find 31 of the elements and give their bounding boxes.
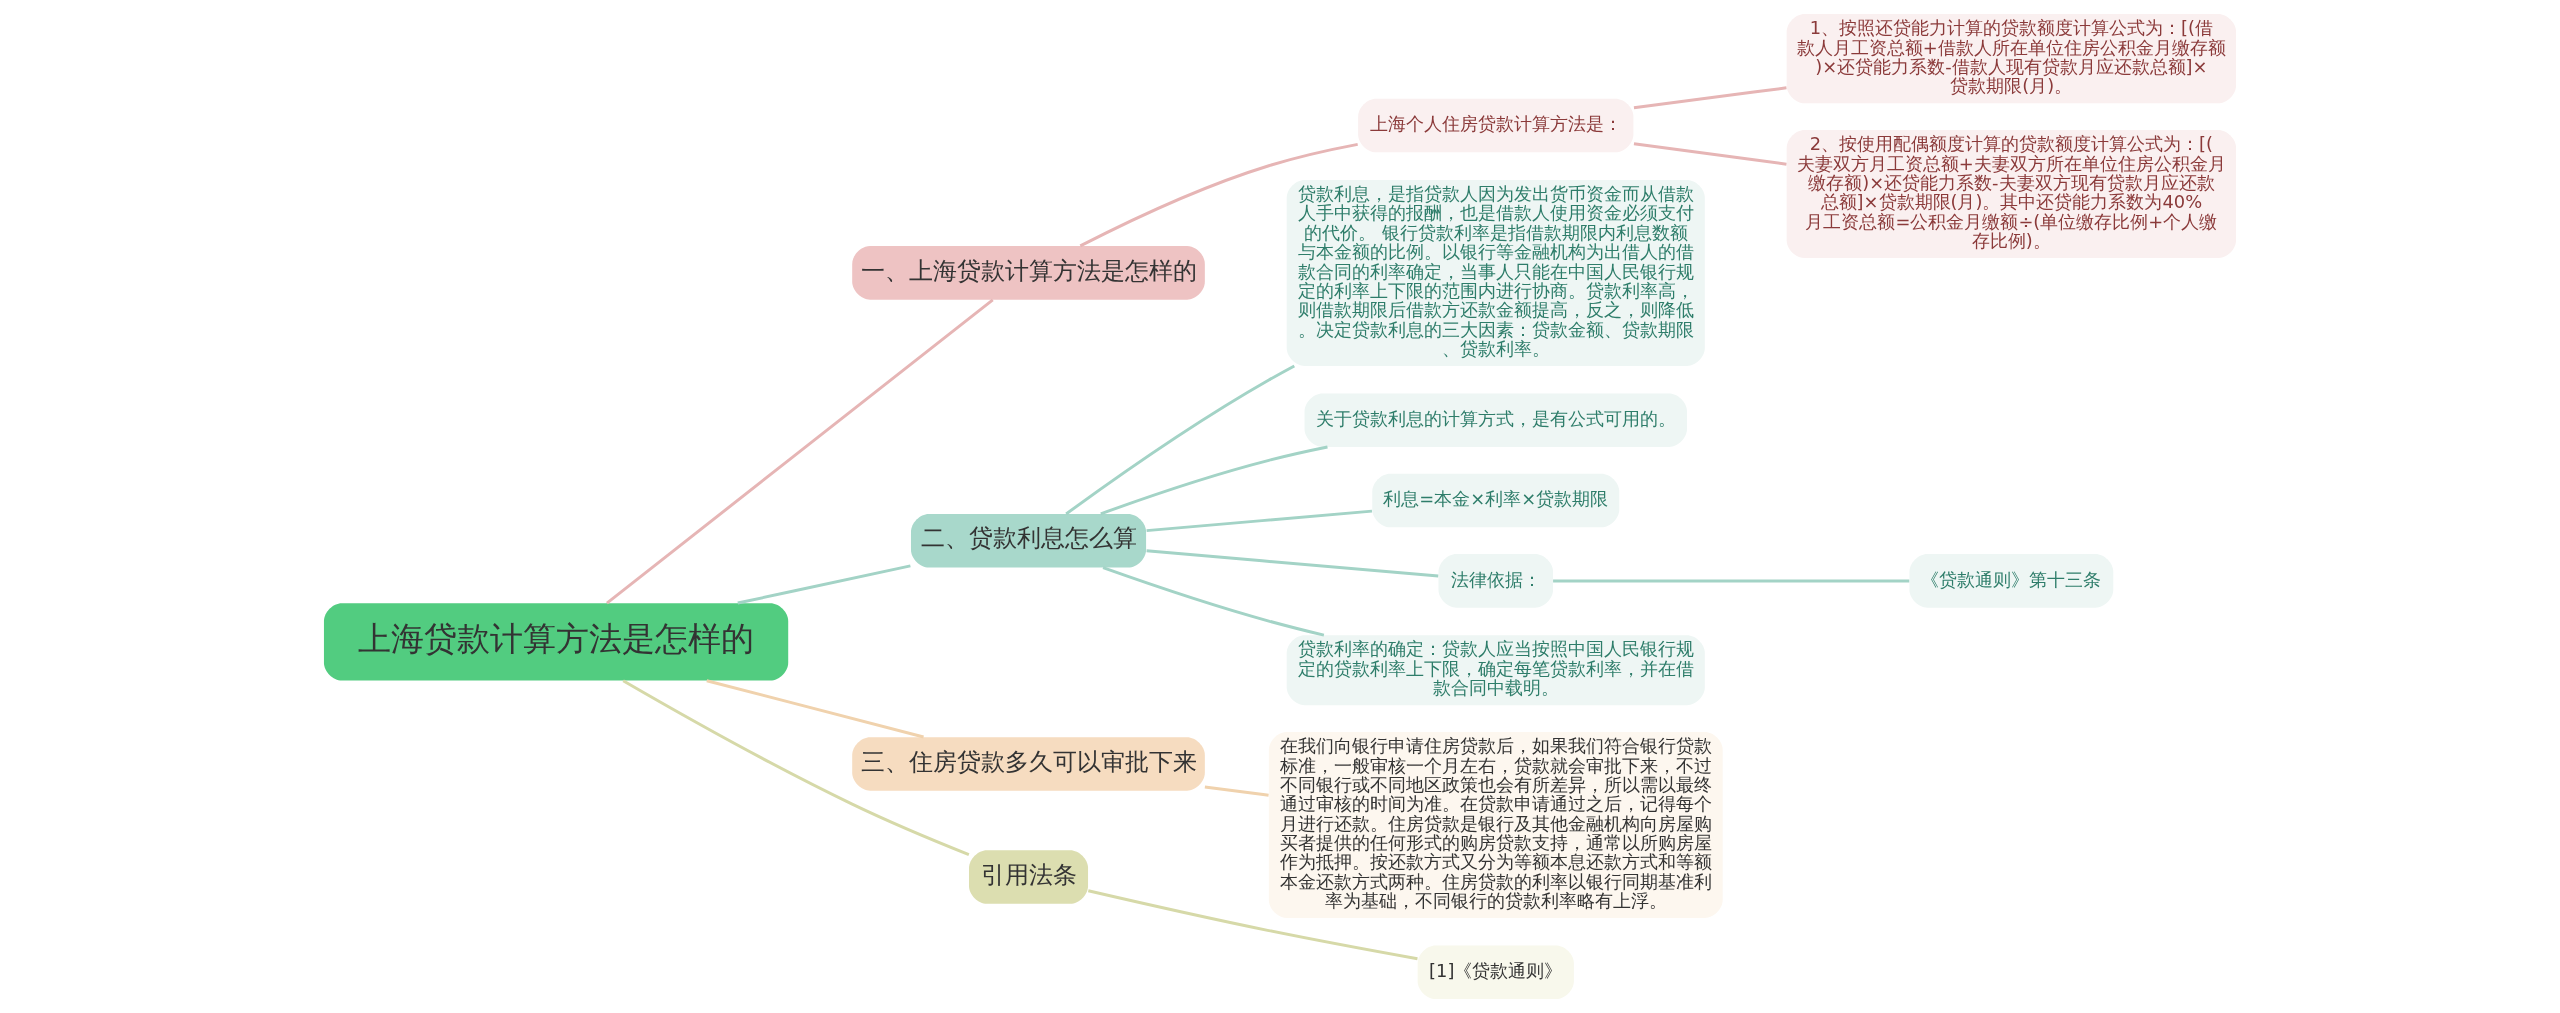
connector [1087,889,1418,961]
node-box: 贷款利息，是指贷款人因为发出货币资金而从借款人手中获得的报酬，也是借款人使用资金必须支付的代价。 银行贷款利率是指借款期限内利息数额与本金额的比例。以银行等金融机构为出借人的借款合同的利率确定，当事人只能在中国人民银行规定的利率上下限的范围内进行协商。贷款利率高，则借款期限后借款方还款金额提高，反之，则降低。决定贷款利息的三大因素：贷款金额、贷款期限、贷款利率。 [1286,179,1705,366]
connector [1553,579,1910,583]
connector [1633,86,1787,110]
connector [1146,509,1373,533]
node-box: 贷款利率的确定：贷款人应当按照中国人民银行规定的贷款利率上下限，确定每笔贷款利率，并在借款合同中载明。 [1286,635,1705,706]
node-box: 关于贷款利息的计算方式，是有公式可用的。 [1304,393,1687,447]
connector [622,679,970,856]
node-box: 引用法条 [969,850,1089,904]
connector [706,679,924,739]
node-box: 上海贷款计算方法是怎样的 [323,603,789,681]
node-box: 上海个人住房贷款计算方法是： [1358,98,1634,153]
connector [1065,364,1295,516]
node-box: 法律依据： [1438,554,1554,608]
connector [1146,549,1439,578]
node-box: 利息=本金×利率×贷款期限 [1372,473,1620,528]
connector [1204,785,1269,797]
node-box: 一、上海贷款计算方法是怎样的 [852,246,1205,300]
connector [606,298,994,605]
node-box: 2、按使用配偶额度计算的贷款额度计算公式为：[(夫妻双方月工资总额+夫妻双方所在单位住房公积金月缴存额)×还贷能力系数-夫妻双方现有贷款月应还款总额]×贷款期限(月)。其中还贷能力系数为40%月工资总额=公积金月缴额÷(单位缴存比例+个人缴存比例)。 [1786,130,2237,258]
node-box: 在我们向银行申请住房贷款后，如果我们符合银行贷款标准，一般审核一个月左右，贷款就会审批下来，不过不同银行或不同地区政策也会有所差异，所以需以最终通过审核的时间为准。在贷款申请通过之后，记得每个月进行还款。住房贷款是银行及其他金融机构向房屋购买者提供的任何形式的购房贷款支持，通常以所购房屋作为抵押。按还款方式又分为等额本息还款方式和等额本金还款方式两种。住房贷款的利率以银行同期基准利率为基础，不同银行的贷款利率略有上浮。 [1268,731,1723,918]
connector [737,564,911,605]
node-box: 1、按照还贷能力计算的贷款额度计算公式为：[(借款人月工资总额+借款人所在单位住房公积金月缴存额)×还贷能力系数-借款人现有贷款月应还款总额]×贷款期限(月)。 [1786,13,2237,104]
node-box: 《贷款通则》第十三条 [1909,554,2114,608]
connector [1102,566,1325,637]
node-box: 三、住房贷款多久可以审批下来 [852,737,1205,791]
connector [1100,445,1328,516]
node-box: [1]《贷款通则》 [1417,945,1574,1000]
node-box: 二、贷款利息怎么算 [910,513,1147,568]
connector [1633,142,1787,166]
connector [1079,142,1358,248]
